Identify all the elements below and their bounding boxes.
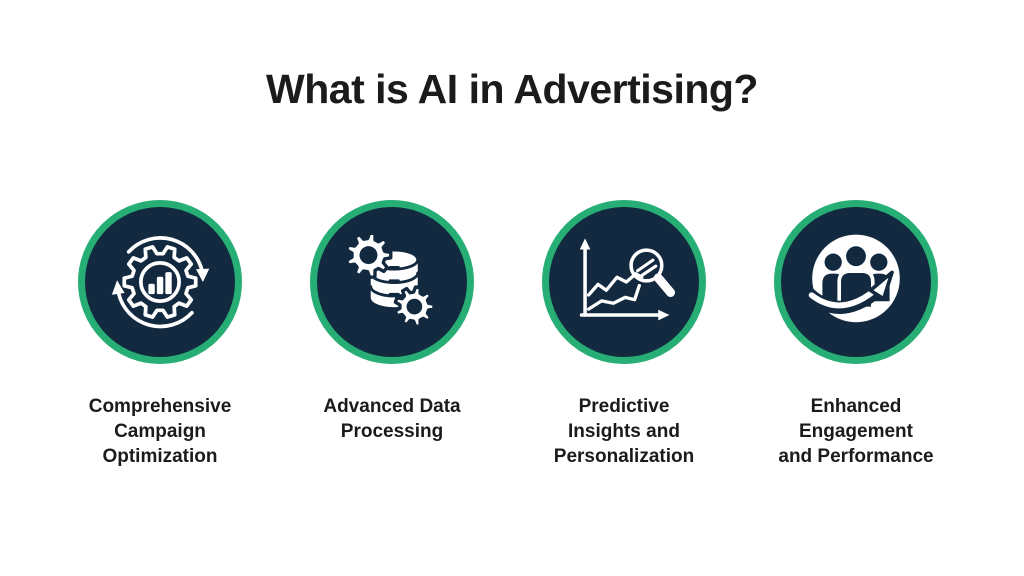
- item-engagement-performance: Enhanced Engagement and Performance: [740, 200, 972, 469]
- item-badge-circle: [78, 200, 242, 364]
- item-predictive-insights: Predictive Insights and Personalization: [508, 200, 740, 469]
- database-gears-icon: [344, 231, 436, 328]
- page-title: What is AI in Advertising?: [266, 66, 758, 112]
- gear-chart-sync-icon: [111, 236, 210, 329]
- item-badge-circle: [542, 200, 706, 364]
- item-label: Enhanced Engagement and Performance: [778, 396, 934, 468]
- item-campaign-optimization: Comprehensive Campaign Optimization: [44, 200, 276, 469]
- item-badge-circle: [774, 200, 938, 364]
- item-data-processing: Advanced Data Processing: [276, 200, 508, 469]
- item-badge-circle: [310, 200, 474, 364]
- item-label: Predictive Insights and Personalization: [553, 396, 695, 468]
- item-label: Advanced Data Processing: [323, 396, 461, 443]
- items-row: Comprehensive Campaign Optimization: [44, 200, 972, 469]
- chart-magnifier-icon: [579, 238, 676, 321]
- item-label: Comprehensive Campaign Optimization: [88, 396, 232, 468]
- people-growth-arrow-icon: [802, 234, 900, 323]
